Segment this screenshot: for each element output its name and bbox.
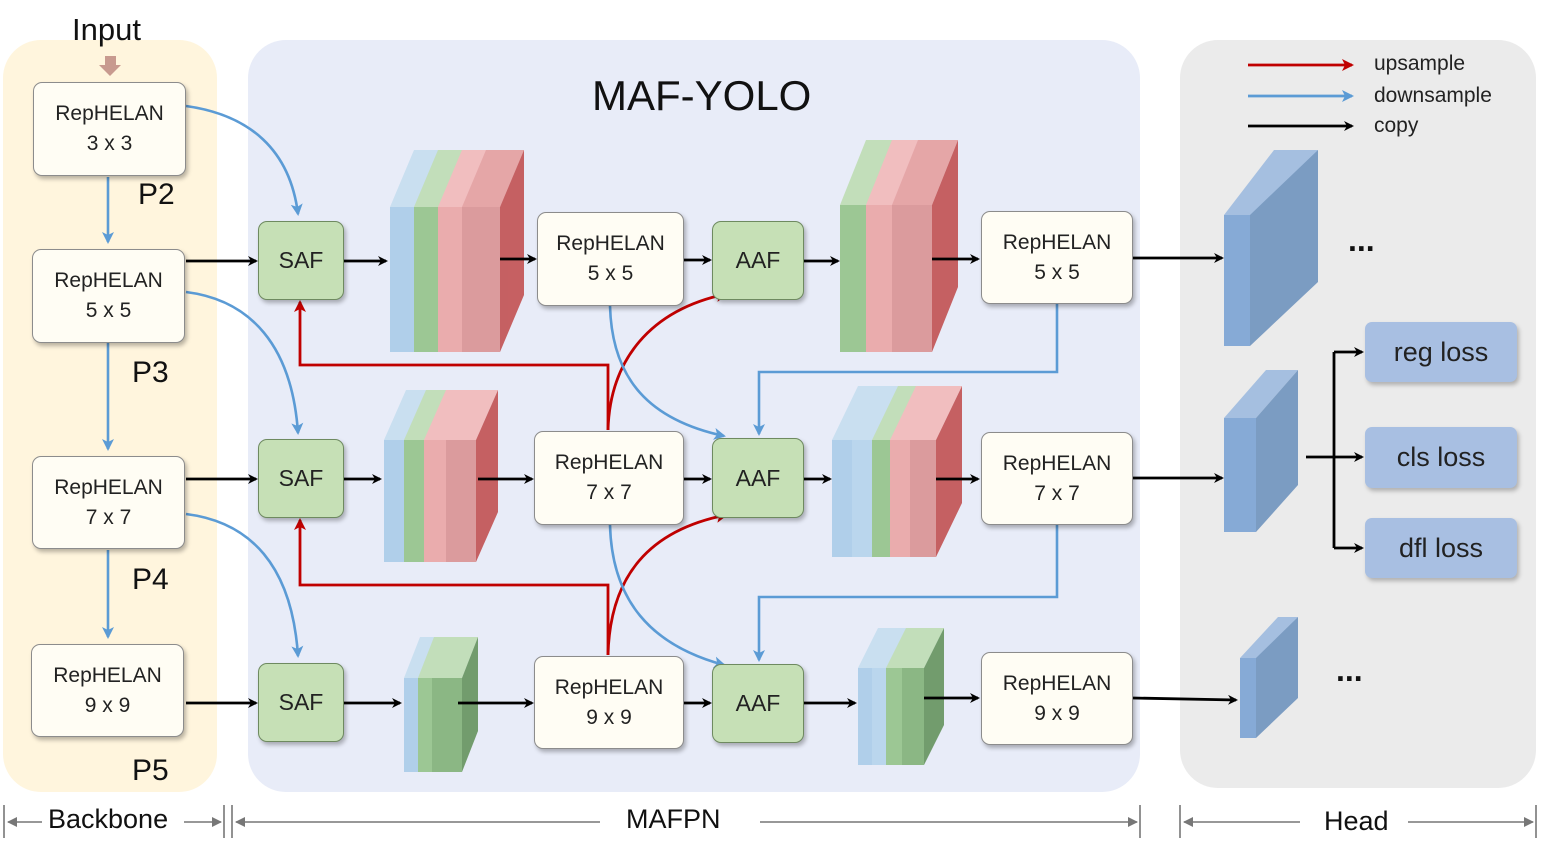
legend-downsample-label: downsample (1374, 84, 1492, 107)
block-kernel: 5 x 5 (85, 299, 132, 322)
neck-out-block-2: RepHELAN 7 x 7 (981, 432, 1133, 525)
head-feature-3 (1240, 617, 1298, 738)
block-name: RepHELAN (554, 451, 664, 474)
block-kernel: 9 x 9 (1034, 701, 1080, 725)
legend-lines (1248, 59, 1354, 131)
neck-out-block-1: RepHELAN 5 x 5 (981, 211, 1133, 304)
block-name: RepHELAN (1002, 230, 1112, 254)
level-label-p5: P5 (132, 754, 169, 787)
block-kernel: 5 x 5 (1034, 260, 1080, 284)
block-kernel: 7 x 7 (586, 481, 632, 504)
block-kernel: 3 x 3 (86, 132, 133, 155)
block-kernel: 9 x 9 (586, 705, 632, 729)
neck-out-block-3: RepHELAN 9 x 9 (981, 652, 1133, 745)
block-name: RepHELAN (54, 475, 163, 499)
neck-mid-block-1: RepHELAN 5 x 5 (537, 212, 684, 306)
section-label-head: Head (1318, 806, 1395, 837)
neck-mid-block-2: RepHELAN 7 x 7 (534, 431, 684, 525)
head-feature-2 (1224, 370, 1298, 532)
input-label: Input (72, 12, 141, 47)
saf-module-1: SAF (258, 221, 344, 300)
block-kernel: 7 x 7 (85, 505, 132, 529)
upsample-arrows (294, 290, 728, 656)
section-label-mafpn: MAFPN (620, 804, 727, 835)
section-dimension-lines (3, 805, 1537, 838)
level-label-p2: P2 (138, 178, 175, 211)
aaf-module-1: AAF (712, 221, 804, 300)
legend-upsample-label: upsample (1374, 52, 1466, 75)
backbone-block-p4: RepHELAN 7 x 7 (32, 456, 185, 549)
backbone-block-p5: RepHELAN 9 x 9 (31, 644, 184, 737)
feature-stack-aaf-2 (832, 386, 962, 557)
feature-stack-saf-3 (404, 637, 478, 772)
block-name: RepHELAN (1002, 451, 1112, 475)
neck-downsample-arrows (608, 304, 1059, 669)
neck-mid-block-3: RepHELAN 9 x 9 (534, 656, 684, 749)
legend-copy-label: copy (1374, 114, 1419, 137)
saf-module-3: SAF (258, 663, 344, 742)
aaf-module-2: AAF (712, 438, 804, 518)
feature-stack-saf-2 (384, 390, 498, 562)
backbone-to-saf-curves (185, 104, 304, 658)
backbone-block-p2: RepHELAN 3 x 3 (33, 82, 186, 176)
head-feature-1 (1224, 150, 1318, 346)
backbone-block-p3: RepHELAN 5 x 5 (32, 249, 185, 343)
aaf-module-3: AAF (712, 664, 804, 743)
block-name: RepHELAN (1002, 671, 1112, 695)
diagram-title: MAF-YOLO (592, 72, 812, 119)
feature-stack-aaf-3 (858, 628, 944, 765)
block-kernel: 9 x 9 (84, 693, 131, 717)
section-label-backbone: Backbone (42, 804, 175, 835)
block-name: RepHELAN (53, 663, 162, 687)
saf-module-2: SAF (258, 439, 344, 518)
level-label-p4: P4 (132, 563, 169, 596)
feature-stack-aaf-1 (840, 140, 958, 352)
dfl-loss-box: dfl loss (1365, 518, 1517, 578)
head-ellipsis-top: ... (1348, 222, 1375, 258)
input-arrow (99, 56, 121, 76)
feature-stack-saf-1 (390, 150, 524, 352)
copy-arrows (186, 253, 1364, 708)
block-kernel: 7 x 7 (1034, 481, 1080, 505)
level-label-p3: P3 (132, 356, 169, 389)
block-name: RepHELAN (54, 269, 163, 292)
block-name: RepHELAN (55, 102, 164, 125)
reg-loss-box: reg loss (1365, 322, 1517, 382)
block-kernel: 5 x 5 (587, 262, 634, 285)
block-name: RepHELAN (556, 232, 665, 255)
cls-loss-box: cls loss (1365, 427, 1517, 488)
head-ellipsis-bottom: ... (1336, 652, 1363, 688)
block-name: RepHELAN (554, 675, 664, 699)
